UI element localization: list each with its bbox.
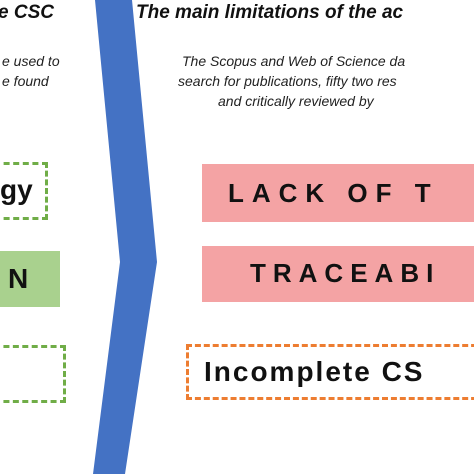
left-title: e CSC	[0, 2, 54, 23]
right-desc-line-2: search for publications, fifty two res	[178, 73, 397, 89]
right-item-3-label: Incomplete CS	[204, 356, 425, 387]
left-dashed-box-2	[0, 345, 66, 403]
right-desc-line-3: and critically reviewed by	[218, 93, 374, 109]
right-item-1-label: LACK OF T	[228, 178, 439, 208]
left-desc-line-1: e used to	[2, 53, 60, 69]
left-dashed-box-1	[0, 162, 48, 220]
right-title: The main limitations of the ac	[136, 2, 404, 23]
left-desc-line-2: e found	[2, 73, 49, 89]
right-item-2-box	[202, 246, 474, 302]
left-box-1-label: gy	[0, 174, 33, 205]
left-green-box	[0, 251, 60, 307]
right-item-3-dashed-box	[186, 344, 474, 400]
right-desc-line-1: The Scopus and Web of Science da	[182, 53, 406, 69]
left-box-2-label: N	[8, 263, 31, 294]
chevron-arrow-shape	[93, 0, 157, 474]
right-item-1-box	[202, 164, 474, 222]
right-item-2-label: TRACEABI	[250, 258, 441, 288]
